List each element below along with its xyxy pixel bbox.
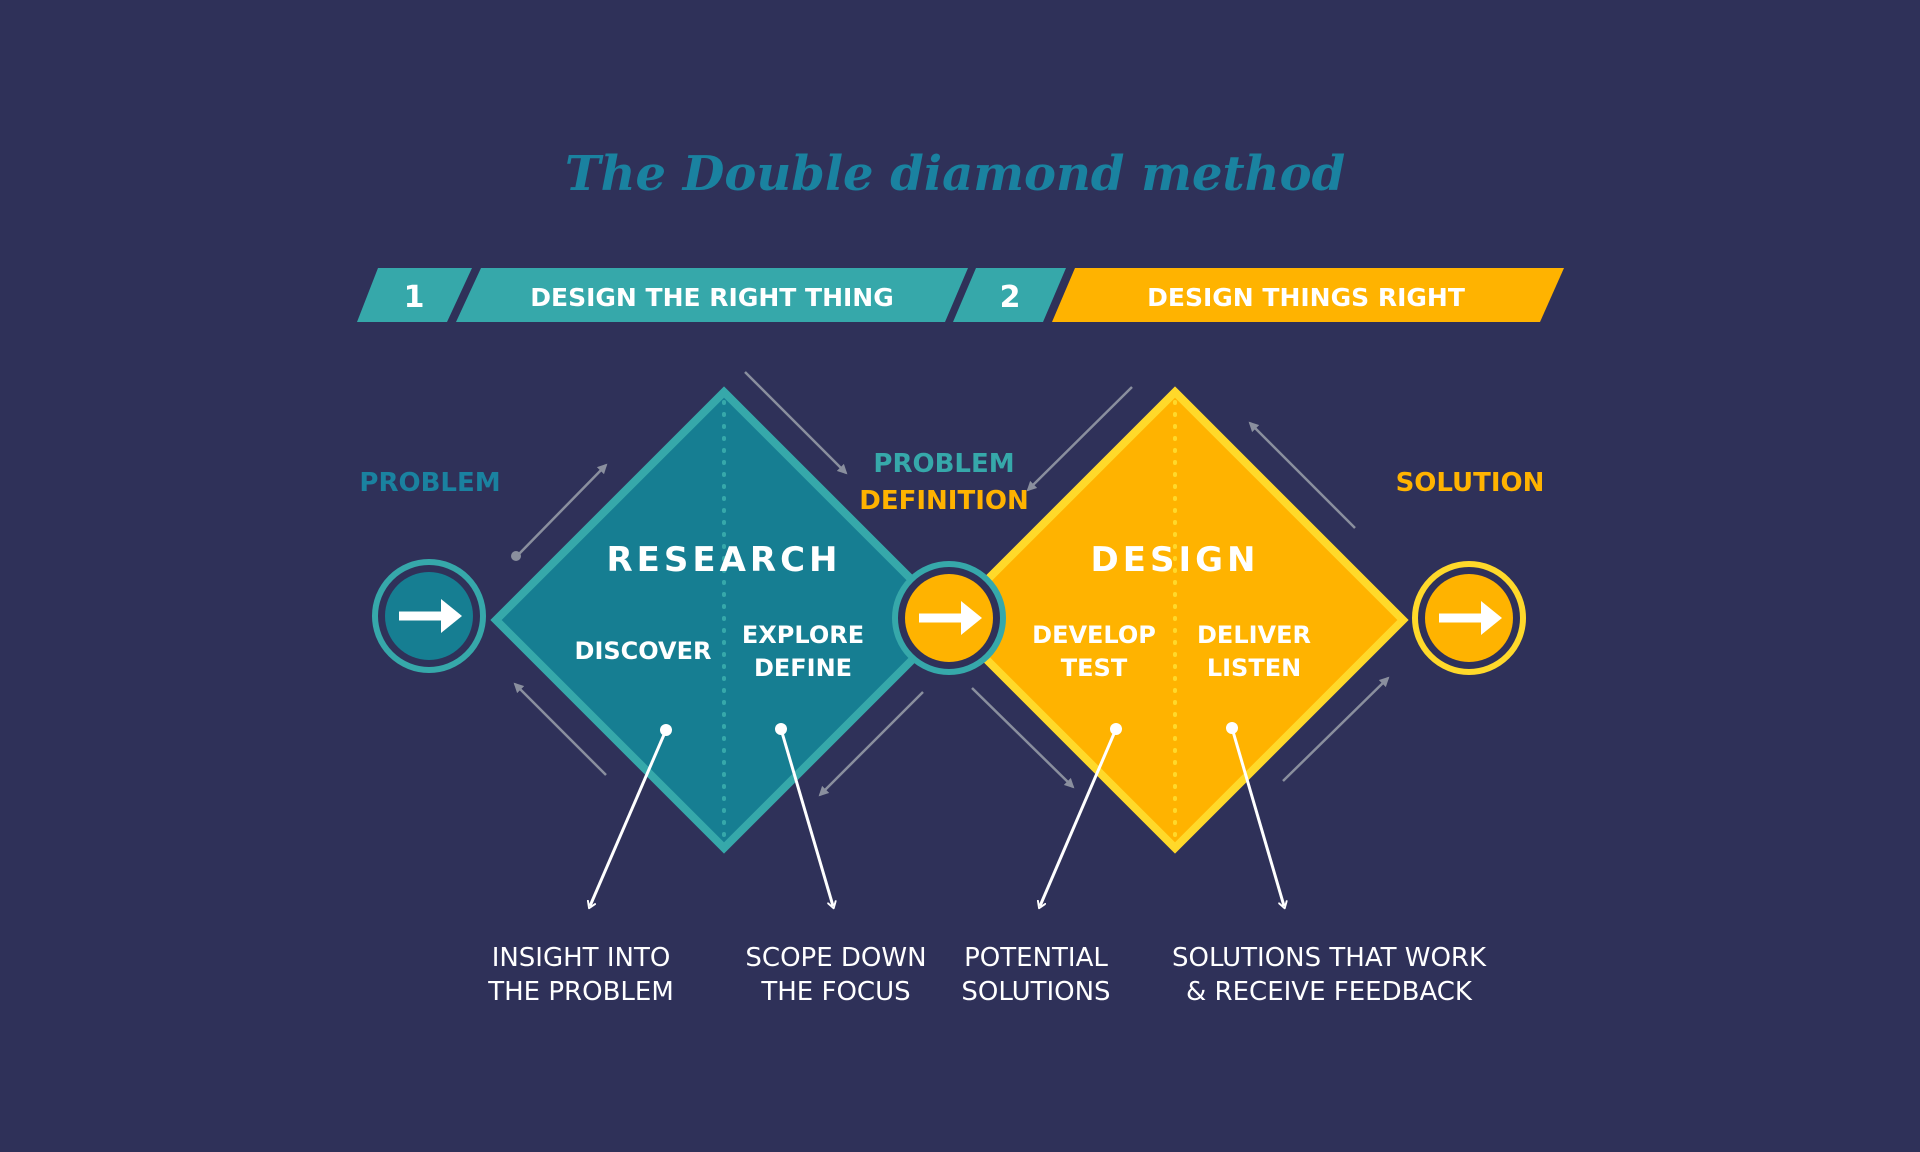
phase1-label-tab	[456, 268, 968, 322]
solutions-line2: & RECEIVE FEEDBACK	[1186, 977, 1473, 1007]
problem-circle	[372, 559, 486, 673]
design-title: DESIGN	[1091, 540, 1260, 580]
insight-line2: THE PROBLEM	[487, 977, 674, 1007]
flow-arrow	[517, 463, 608, 556]
phase1-number-tab	[357, 268, 472, 322]
scope-line1: SCOPE DOWN	[745, 943, 926, 973]
phase2-label: DESIGN THINGS RIGHT	[1147, 283, 1465, 312]
phase1-number: 1	[404, 280, 425, 315]
flow-arrow	[513, 682, 607, 776]
flow-arrow	[971, 687, 1075, 789]
research-diamond: RESEARCH DISCOVER EXPLORE DEFINE	[490, 386, 958, 854]
scope-line2: THE FOCUS	[760, 977, 910, 1007]
listen-label: LISTEN	[1207, 654, 1301, 682]
phase2-label-tab	[1052, 268, 1564, 322]
test-label: TEST	[1061, 654, 1128, 682]
phase2-number: 2	[1000, 280, 1021, 315]
potential-line2: SOLUTIONS	[961, 977, 1110, 1007]
diamond2-flow-arrows	[971, 386, 1390, 789]
insight-line1: INSIGHT INTO	[492, 943, 671, 973]
flow-arrow	[1026, 386, 1133, 492]
flow-arrow	[744, 371, 848, 475]
define-label: DEFINE	[754, 654, 852, 682]
deliver-label: DELIVER	[1197, 621, 1311, 649]
page-title: The Double diamond method	[565, 146, 1345, 202]
pointer-potential	[1040, 728, 1118, 906]
pointer-dot	[1226, 722, 1238, 734]
develop-label: DEVELOP	[1032, 621, 1156, 649]
diamond1-flow-arrows	[513, 371, 924, 797]
pointer-dot	[660, 724, 672, 736]
phase1-label: DESIGN THE RIGHT THING	[530, 283, 894, 312]
pointer-insight	[590, 729, 668, 906]
flow-arrow-start-dot	[511, 551, 521, 561]
solution-label: SOLUTION	[1396, 468, 1545, 498]
outcome-pointers	[590, 727, 1284, 906]
pointer-solutions	[1230, 727, 1284, 906]
phase-banner: 1 DESIGN THE RIGHT THING 2 DESIGN THINGS…	[357, 268, 1564, 322]
arrow-right-icon	[399, 599, 462, 633]
design-diamond: DESIGN DEVELOP TEST DELIVER LISTEN	[941, 386, 1409, 854]
research-title: RESEARCH	[606, 540, 841, 580]
outcome-labels: INSIGHT INTO THE PROBLEM SCOPE DOWN THE …	[487, 943, 1487, 1007]
arrow-right-icon	[919, 601, 982, 635]
pointer-scope	[779, 728, 833, 906]
problem-definition-label-line1: PROBLEM	[873, 449, 1014, 479]
problem-definition-label-line2: DEFINITION	[859, 486, 1028, 516]
flow-arrow	[818, 691, 924, 797]
problem-label: PROBLEM	[359, 468, 500, 498]
solution-circle	[1412, 561, 1526, 675]
pointer-dot	[1110, 723, 1122, 735]
arrow-right-icon	[1439, 601, 1502, 635]
solutions-line1: SOLUTIONS THAT WORK	[1172, 943, 1487, 973]
problem-definition-circle	[892, 561, 1006, 675]
explore-label: EXPLORE	[742, 621, 864, 649]
phase2-number-tab	[953, 268, 1066, 322]
pointer-dot	[775, 723, 787, 735]
potential-line1: POTENTIAL	[964, 943, 1108, 973]
discover-label: DISCOVER	[575, 637, 712, 665]
flow-arrow	[1248, 421, 1356, 529]
flow-arrow	[1282, 676, 1390, 782]
